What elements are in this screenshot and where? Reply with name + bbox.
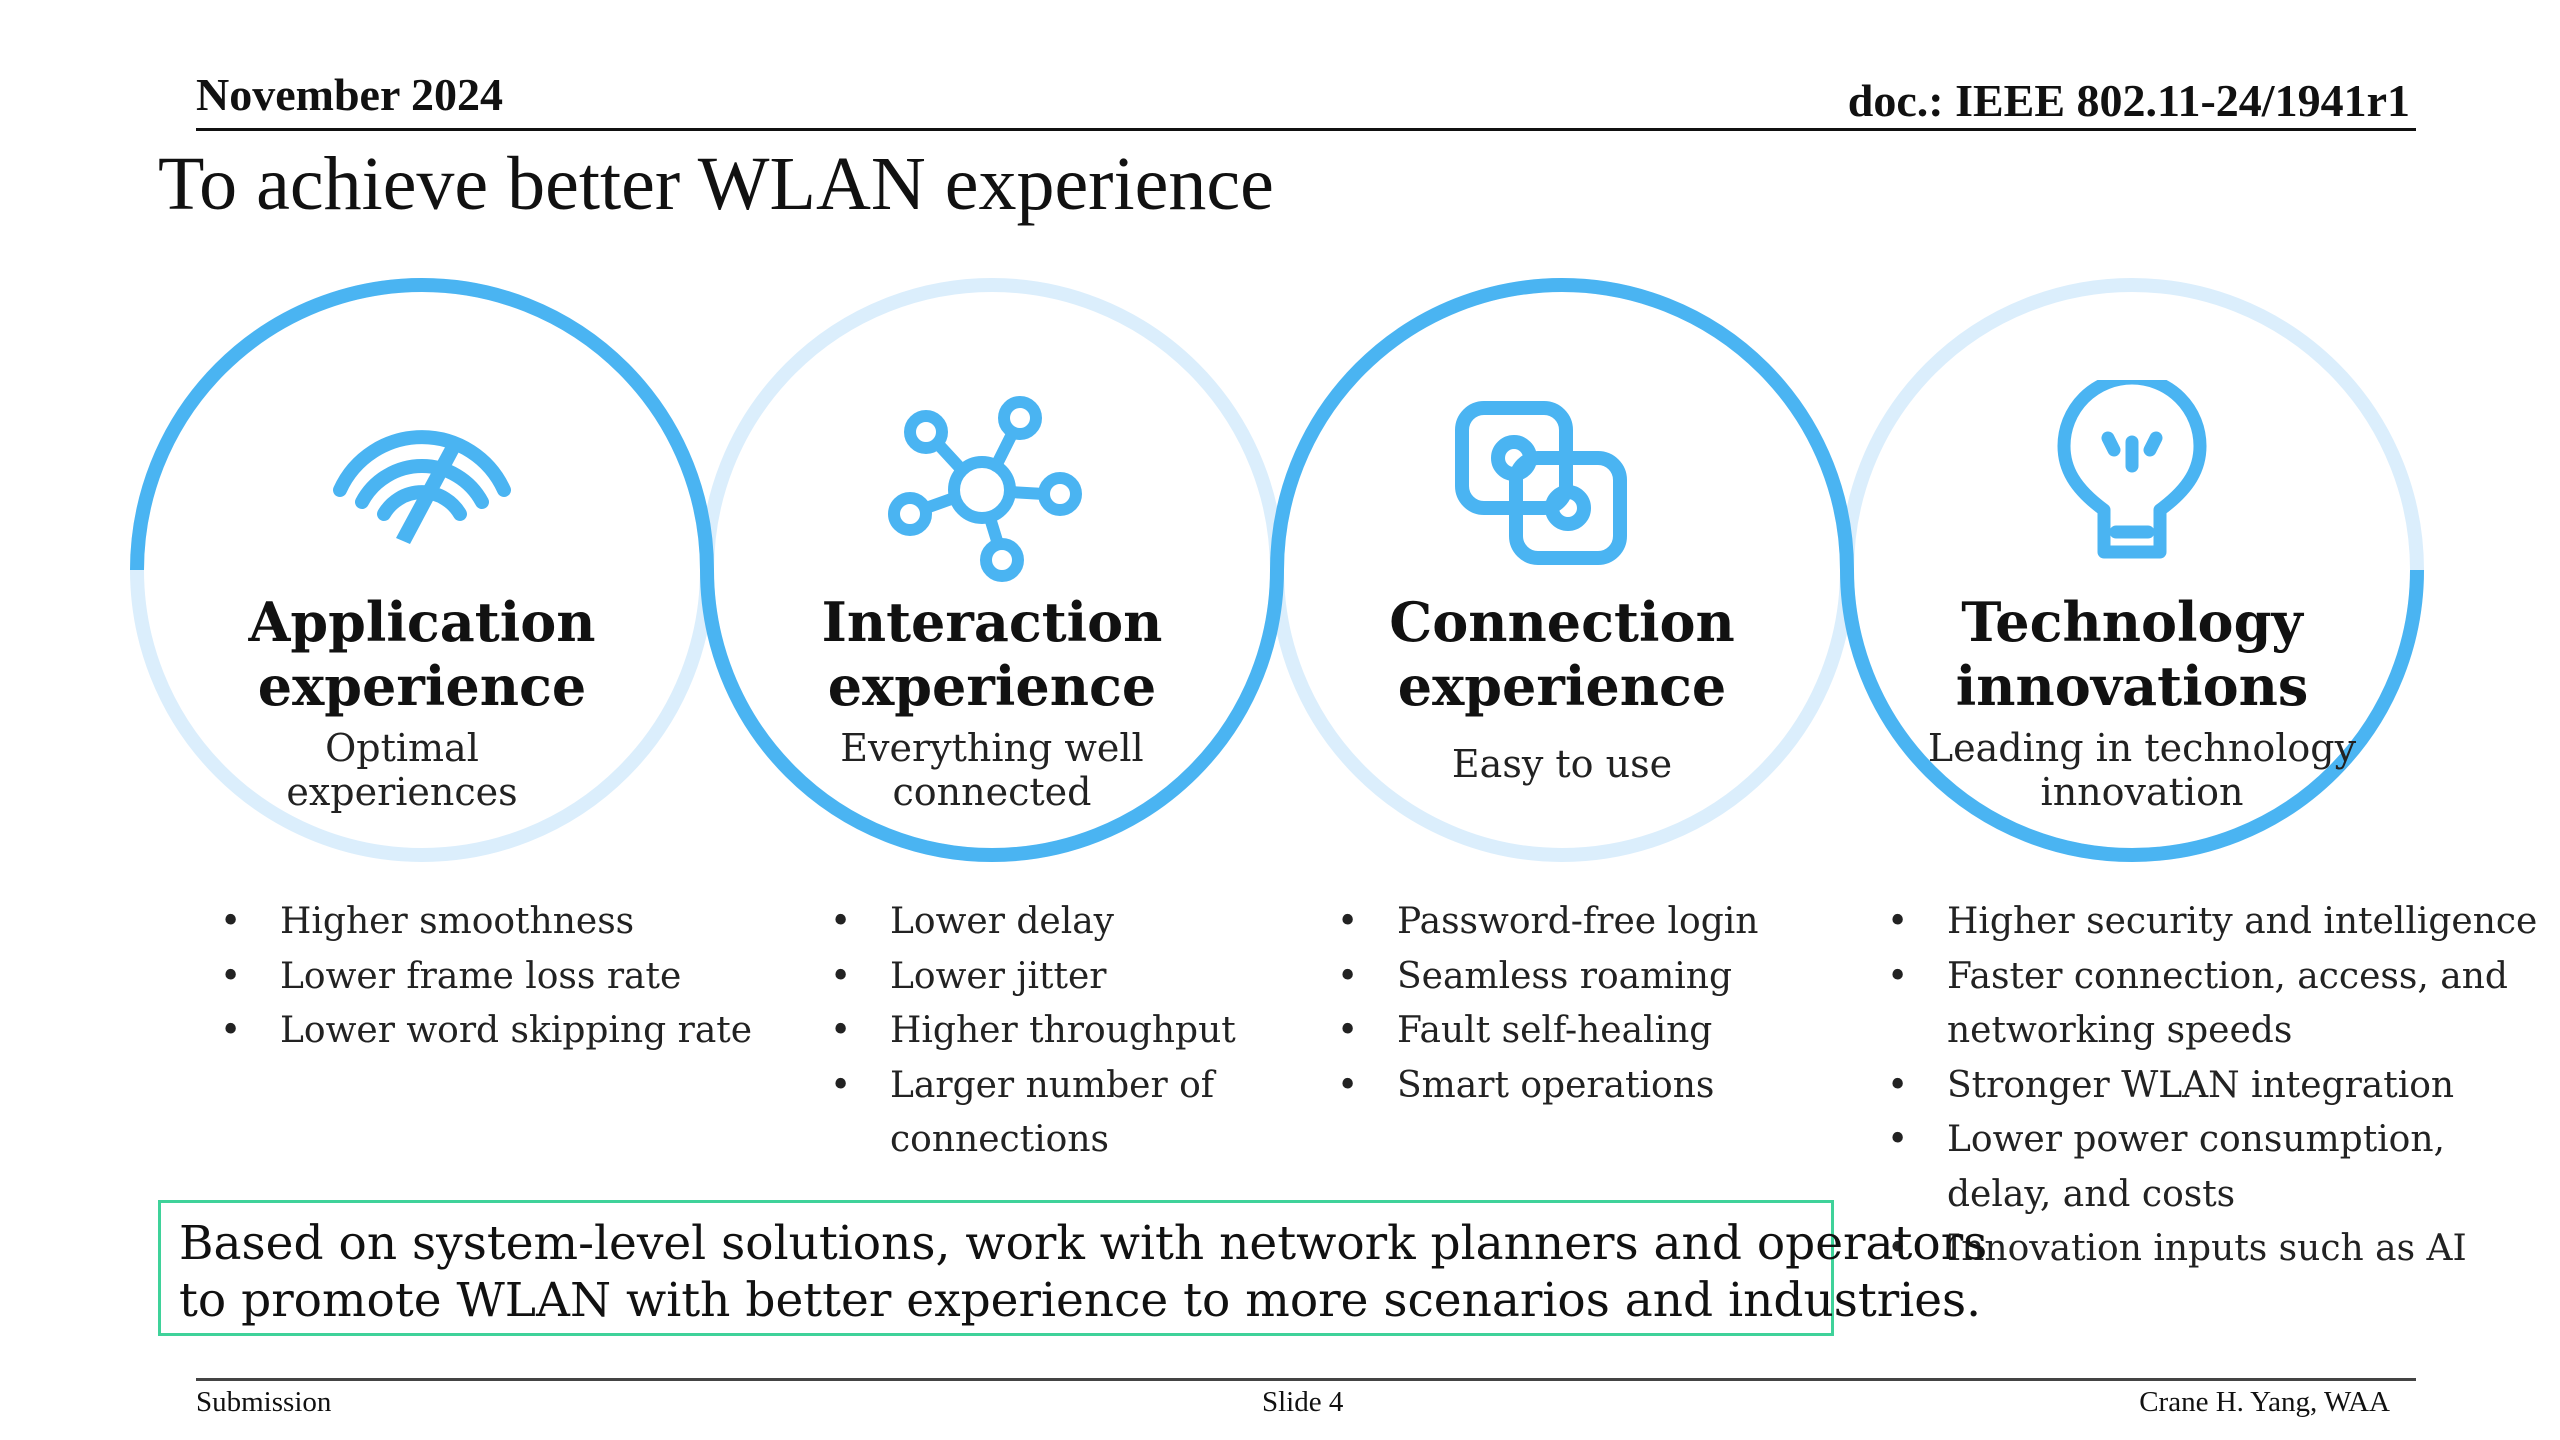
network-hub-icon xyxy=(888,396,1082,582)
list-item: Stronger WLAN integration xyxy=(1887,1059,2537,1114)
ring-connection-arc xyxy=(1270,278,1854,571)
list-item: Lower word skipping rate xyxy=(220,1004,752,1059)
list-item: Higher smoothness xyxy=(220,895,752,950)
footer-author: Crane H. Yang, WAA xyxy=(2139,1386,2390,1418)
list-item-continuation: delay, and costs xyxy=(1947,1173,2236,1215)
bullets-interaction: Lower delay Lower jitter Higher throughp… xyxy=(830,895,1236,1168)
bullets-application: Higher smoothness Lower frame loss rate … xyxy=(220,895,752,1059)
ring-interaction-arc xyxy=(700,569,1284,862)
list-item: Higher throughput xyxy=(830,1004,1236,1059)
footer-divider xyxy=(196,1378,2416,1381)
list-item: Lower delay xyxy=(830,895,1236,950)
ring-technology-arc xyxy=(1840,569,2424,862)
list-item-continuation: networking speeds xyxy=(1947,1010,2293,1051)
list-item: Smart operations xyxy=(1337,1059,1758,1114)
list-item: Fault self-healing xyxy=(1337,1004,1758,1059)
summary-callout: Based on system-level solutions, work wi… xyxy=(158,1200,1987,1336)
bullets-technology: Higher security and intelligence Faster … xyxy=(1887,895,2537,1277)
header-date: November 2024 xyxy=(196,69,504,120)
header-divider xyxy=(196,128,2416,131)
list-item: Seamless roaming xyxy=(1337,950,1758,1005)
header-doc-id: doc.: IEEE 802.11-24/1941r1 xyxy=(1847,75,2410,126)
link-icon xyxy=(1455,401,1627,565)
subtitle-connection: Easy to use xyxy=(1451,742,1673,786)
list-item-continuation: connections xyxy=(890,1119,1109,1160)
slide-title: To achieve better WLAN experience xyxy=(158,142,1274,226)
list-item: Lower power consumption, xyxy=(1887,1113,2537,1168)
lightbulb-icon xyxy=(2057,380,2207,559)
ring-application-arc xyxy=(130,278,714,571)
list-item: Innovation inputs such as AI xyxy=(1887,1222,2537,1277)
list-item: Password-free login xyxy=(1337,895,1758,950)
bullets-connection: Password-free login Seamless roaming Fau… xyxy=(1337,895,1758,1113)
footer-slide-number: Slide 4 xyxy=(1262,1386,1344,1418)
list-item: Lower frame loss rate xyxy=(220,950,752,1005)
list-item: Larger number of xyxy=(830,1059,1236,1114)
footer-submission: Submission xyxy=(196,1386,332,1418)
list-item: Lower jitter xyxy=(830,950,1236,1005)
list-item: Higher security and intelligence xyxy=(1887,895,2537,950)
speedometer-icon xyxy=(333,430,511,544)
list-item: Faster connection, access, and xyxy=(1887,950,2537,1005)
